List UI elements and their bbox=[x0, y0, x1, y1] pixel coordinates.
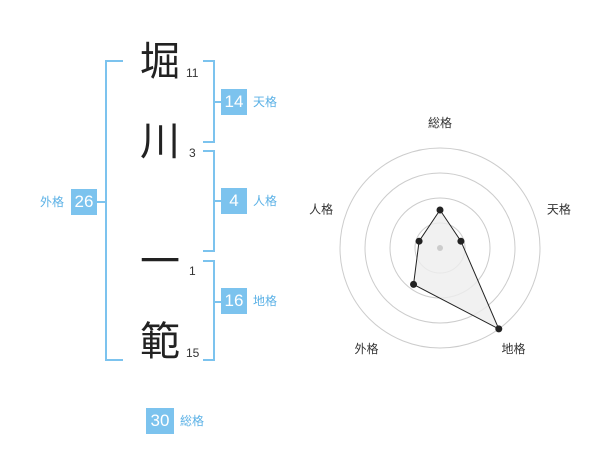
radar-ring-3 bbox=[364, 172, 516, 324]
radar-axis-label-3: 外格 bbox=[355, 341, 379, 356]
tenkaku-value: 14 bbox=[221, 89, 247, 115]
name-char-2: 川 bbox=[140, 119, 180, 165]
radar-ring-4 bbox=[339, 147, 541, 349]
radar-axis-label-4: 人格 bbox=[309, 201, 333, 216]
jinkaku-value: 4 bbox=[221, 188, 247, 214]
radar-point-1 bbox=[457, 237, 465, 245]
radar-axis-label-0: 総格 bbox=[428, 115, 452, 130]
gaikaku-bracket bbox=[105, 60, 123, 361]
stroke-count-3: 1 bbox=[189, 264, 196, 278]
soukaku-label: 総格 bbox=[180, 414, 205, 428]
chikaku-connector bbox=[213, 301, 221, 303]
radar-point-2 bbox=[495, 325, 503, 333]
chikaku-bracket bbox=[203, 260, 215, 361]
radar-point-3 bbox=[410, 280, 418, 288]
gaikaku-label: 外格 bbox=[40, 195, 65, 209]
radar-axis-label-1: 天格 bbox=[547, 201, 571, 216]
gaikaku-connector bbox=[97, 201, 105, 203]
jinkaku-connector bbox=[213, 200, 221, 202]
jinkaku-label: 人格 bbox=[253, 194, 278, 208]
stroke-count-2: 3 bbox=[189, 146, 196, 160]
chikaku-value: 16 bbox=[221, 288, 247, 314]
name-char-4: 範 bbox=[140, 319, 180, 365]
stroke-count-4: 15 bbox=[186, 346, 200, 360]
name-char-1: 堀 bbox=[140, 39, 180, 85]
radar-polygon bbox=[413, 209, 500, 330]
tenkaku-connector bbox=[213, 101, 221, 103]
radar-point-0 bbox=[436, 206, 444, 214]
name-char-3: 一 bbox=[140, 239, 180, 285]
gaikaku-value: 26 bbox=[71, 189, 97, 215]
radar-center bbox=[437, 245, 443, 251]
chikaku-label: 地格 bbox=[253, 294, 278, 308]
stroke-count-1: 11 bbox=[186, 66, 199, 80]
radar-point-4 bbox=[415, 237, 423, 245]
soukaku-value: 30 bbox=[146, 408, 174, 434]
tenkaku-label: 天格 bbox=[253, 95, 278, 109]
radar-axis-label-2: 地格 bbox=[501, 341, 525, 356]
